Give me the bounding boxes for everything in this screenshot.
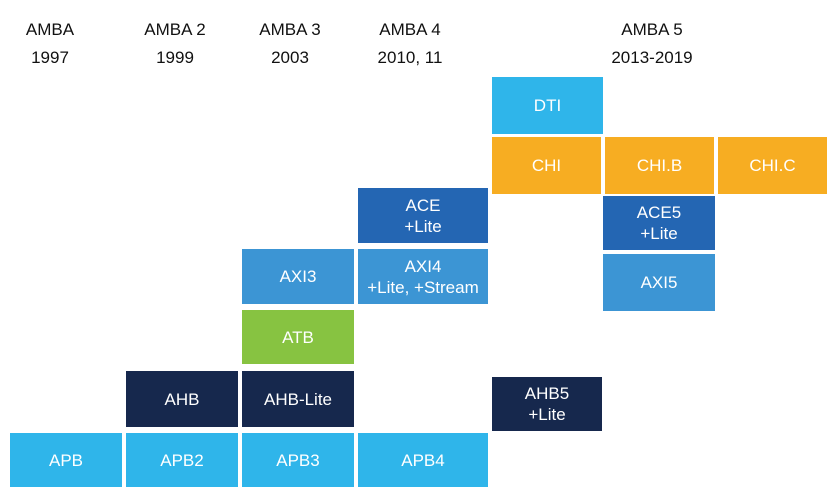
header-amba3-year: 2003 <box>271 48 309 67</box>
header-amba2-name: AMBA 2 <box>144 20 206 39</box>
ace5-block: ACE5 +Lite <box>601 193 717 252</box>
chi-c-block: CHI.C <box>716 135 829 196</box>
header-amba4-name: AMBA 4 <box>379 20 441 39</box>
header-amba3-name: AMBA 3 <box>259 20 321 39</box>
ahb5-block: AHB5 +Lite <box>490 375 604 433</box>
atb-block: ATB <box>240 308 356 366</box>
dti-block: DTI <box>490 75 605 136</box>
axi5-block: AXI5 <box>601 252 717 313</box>
header-amba5-name: AMBA 5 <box>621 20 683 39</box>
header-amba4-year: 2010, 11 <box>377 48 443 67</box>
header-amba: AMBA 1997 <box>0 16 110 72</box>
header-amba3: AMBA 3 2003 <box>230 16 350 72</box>
header-amba2: AMBA 2 1999 <box>115 16 235 72</box>
apb-block: APB <box>8 431 124 489</box>
axi4-block: AXI4 +Lite, +Stream <box>356 247 490 306</box>
axi3-block: AXI3 <box>240 247 356 306</box>
chi-b-block: CHI.B <box>603 135 716 196</box>
header-amba2-year: 1999 <box>156 48 194 67</box>
header-amba5-year: 2013-2019 <box>611 48 693 67</box>
ace-block: ACE +Lite <box>356 186 490 245</box>
chi-block: CHI <box>490 135 603 196</box>
header-amba5: AMBA 5 2013-2019 <box>592 16 712 72</box>
apb4-block: APB4 <box>356 431 490 489</box>
ahb-block: AHB <box>124 369 240 429</box>
header-amba-name: AMBA <box>25 20 75 39</box>
apb3-block: APB3 <box>240 431 356 489</box>
apb2-block: APB2 <box>124 431 240 489</box>
header-amba4: AMBA 4 2010, 11 <box>350 16 470 72</box>
ahb-lite-block: AHB-Lite <box>240 369 356 429</box>
header-amba-year: 1997 <box>31 48 69 67</box>
